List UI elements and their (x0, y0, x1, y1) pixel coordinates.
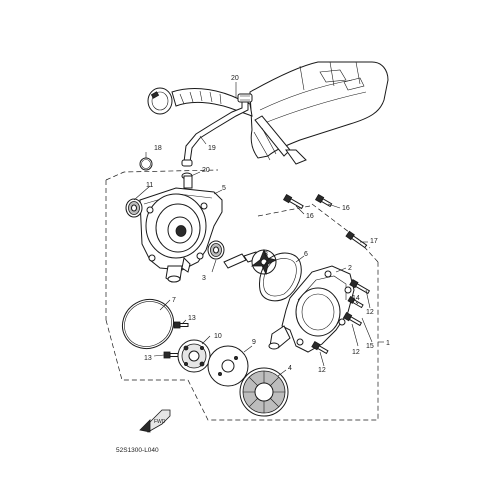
callout-11: 11 (146, 182, 153, 189)
callout-17: 17 (370, 238, 378, 245)
callout-13-bottom: 13 (144, 355, 152, 362)
pump-cover-2 (268, 265, 355, 353)
washer-9 (207, 345, 249, 387)
o-ring-7 (121, 298, 175, 350)
callout-2: 2 (348, 265, 352, 272)
callout-14: 14 (352, 295, 360, 302)
callout-numbers: 20 19 18 20 11 5 16 16 17 8 6 3 2 12 14 … (144, 75, 390, 374)
callout-16-left: 16 (306, 213, 314, 220)
plate-10 (177, 339, 211, 373)
callout-3: 3 (202, 275, 206, 282)
callout-16-right: 16 (342, 205, 350, 212)
fwd-label: FWD (154, 419, 166, 425)
callout-6: 6 (304, 251, 308, 258)
callout-7: 7 (172, 297, 176, 304)
bearing-3 (207, 240, 225, 260)
callout-12-bottom: 12 (318, 367, 326, 374)
pump-housing (139, 175, 223, 283)
air-duct-assembly (147, 61, 389, 180)
impeller-8 (223, 249, 278, 276)
callout-20-hose: 20 (202, 167, 210, 174)
callout-8: 8 (264, 251, 268, 258)
callout-10: 10 (214, 333, 222, 340)
assembly-boundary (105, 169, 379, 421)
callout-15: 15 (366, 343, 374, 350)
fwd-arrow-icon: FWD (139, 409, 171, 433)
callout-12-right: 12 (366, 309, 374, 316)
oil-seal-11 (125, 198, 143, 218)
callout-5: 5 (222, 185, 226, 192)
callout-18: 18 (154, 145, 162, 152)
callout-19: 19 (208, 145, 216, 152)
o-ring-18 (139, 157, 153, 171)
gasket-6 (259, 252, 302, 302)
callout-1: 1 (386, 340, 390, 347)
callout-9: 9 (252, 339, 256, 346)
callout-13-top: 13 (188, 315, 196, 322)
callout-4: 4 (288, 365, 292, 372)
callout-12-mid: 12 (352, 349, 360, 356)
leader-lines (133, 82, 384, 377)
diagram-code: 52S1300-L040 (116, 447, 159, 454)
disc-4 (239, 367, 289, 417)
callout-20-top: 20 (231, 75, 239, 82)
